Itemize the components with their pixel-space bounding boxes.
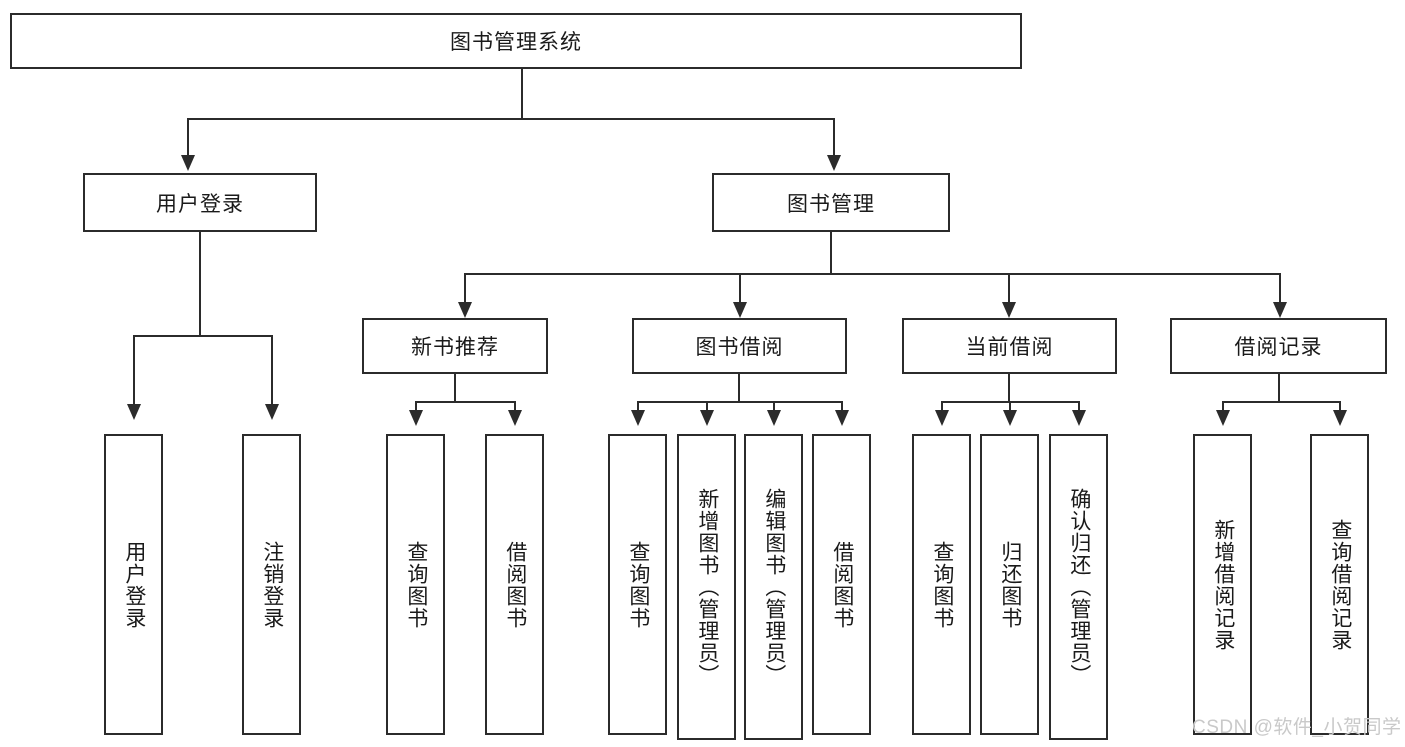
arrow-bb-to-leaf-4 [835,410,849,426]
edge-book-management-bus [464,273,1281,275]
edge-br-to-leaf-1 [1222,401,1224,413]
node-label: 查询借阅记录 [1328,518,1352,651]
node-book-management[interactable]: 图书管理 [712,173,950,232]
edge-book-management-stem [830,232,832,274]
node-label: 新书推荐 [411,336,499,359]
node-label: 借阅记录 [1234,336,1323,359]
node-label: 归还图书 [998,540,1022,629]
node-borrow-record[interactable]: 借阅记录 [1170,318,1387,374]
node-leaf-query-book-2[interactable]: 查询图书 [608,434,667,735]
node-label: 图书管理 [787,192,875,216]
node-new-book-recommend[interactable]: 新书推荐 [362,318,548,374]
edge-new-book-bus [415,401,516,403]
arrow-root-to-user-login [181,155,195,171]
node-leaf-borrow-book-2[interactable]: 借阅图书 [812,434,871,735]
arrow-new-book-to-leaf-1 [409,410,423,426]
edge-borrow-record-stem [1278,374,1280,402]
edge-bb-to-leaf-4 [841,401,843,413]
node-label: 图书管理系统 [450,31,582,54]
node-label: 借阅图书 [503,540,527,629]
edge-borrow-record-bus [1222,401,1340,403]
edge-bm-to-book-borrow [739,273,741,306]
edge-user-login-stem [199,232,201,336]
edge-bm-to-current-borrow [1008,273,1010,306]
node-label: 用户登录 [122,540,146,629]
node-label: 注销登录 [260,540,284,629]
edge-bm-to-new-book [464,273,466,306]
arrow-bm-to-new-book [458,302,472,318]
edge-root-to-book-management [833,118,835,158]
node-leaf-borrow-book-1[interactable]: 借阅图书 [485,434,544,735]
edge-cb-to-leaf-3 [1078,401,1080,413]
node-label: 借阅图书 [830,540,854,629]
arrow-br-to-leaf-1 [1216,410,1230,426]
edge-user-login-to-leaf-1 [133,335,135,408]
node-leaf-return-book[interactable]: 归还图书 [980,434,1039,735]
node-leaf-confirm-return[interactable]: 确认归还（管理员） [1049,434,1108,740]
edge-root-stem [521,69,523,119]
node-leaf-user-login[interactable]: 用户登录 [104,434,163,735]
edge-cb-to-leaf-2 [1009,401,1011,413]
edge-bb-to-leaf-1 [637,401,639,413]
edge-br-to-leaf-2 [1339,401,1341,413]
arrow-cb-to-leaf-2 [1003,410,1017,426]
node-user-login[interactable]: 用户登录 [83,173,317,232]
node-label: 确认归还（管理员） [1067,488,1091,686]
edge-new-book-to-leaf-1 [415,401,417,413]
edge-new-book-stem [454,374,456,402]
csdn-watermark: CSDN @软件_小贺同学 [1192,717,1402,738]
edge-book-borrow-bus [637,401,843,403]
edge-current-borrow-stem [1008,374,1010,402]
node-current-borrow[interactable]: 当前借阅 [902,318,1117,374]
node-book-management-system[interactable]: 图书管理系统 [10,13,1022,69]
edge-bb-to-leaf-2 [706,401,708,413]
arrow-new-book-to-leaf-2 [508,410,522,426]
node-label: 新增图书（管理员） [695,488,719,686]
edge-bm-to-borrow-record [1279,273,1281,306]
node-leaf-add-borrow-record[interactable]: 新增借阅记录 [1193,434,1252,735]
arrow-br-to-leaf-2 [1333,410,1347,426]
node-label: 查询图书 [626,540,650,629]
node-label: 查询图书 [930,540,954,629]
arrow-bm-to-borrow-record [1273,302,1287,318]
node-label: 编辑图书（管理员） [762,488,786,686]
arrow-cb-to-leaf-3 [1072,410,1086,426]
node-label: 用户登录 [156,192,244,216]
arrow-root-to-book-management [827,155,841,171]
node-leaf-add-book[interactable]: 新增图书（管理员） [677,434,736,740]
node-leaf-query-book-1[interactable]: 查询图书 [386,434,445,735]
node-leaf-query-borrow-record[interactable]: 查询借阅记录 [1310,434,1369,735]
edge-cb-to-leaf-1 [941,401,943,413]
arrow-bb-to-leaf-1 [631,410,645,426]
arrow-cb-to-leaf-1 [935,410,949,426]
edge-root-bus [187,118,835,120]
arrow-user-login-to-leaf-1 [127,404,141,420]
node-leaf-logout-login[interactable]: 注销登录 [242,434,301,735]
arrow-bb-to-leaf-3 [767,410,781,426]
node-label: 新增借阅记录 [1211,518,1235,651]
edge-root-to-user-login [187,118,189,158]
node-book-borrow[interactable]: 图书借阅 [632,318,847,374]
node-label: 查询图书 [404,540,428,629]
node-label: 当前借阅 [965,336,1054,359]
arrow-bm-to-book-borrow [733,302,747,318]
arrow-bm-to-current-borrow [1002,302,1016,318]
arrow-bb-to-leaf-2 [700,410,714,426]
node-label: 图书借阅 [695,336,784,359]
node-leaf-query-book-3[interactable]: 查询图书 [912,434,971,735]
edge-new-book-to-leaf-2 [514,401,516,413]
edge-book-borrow-stem [738,374,740,402]
node-leaf-edit-book[interactable]: 编辑图书（管理员） [744,434,803,740]
edge-user-login-to-leaf-2 [271,335,273,408]
arrow-user-login-to-leaf-2 [265,404,279,420]
edge-bb-to-leaf-3 [773,401,775,413]
edge-user-login-bus [133,335,273,337]
